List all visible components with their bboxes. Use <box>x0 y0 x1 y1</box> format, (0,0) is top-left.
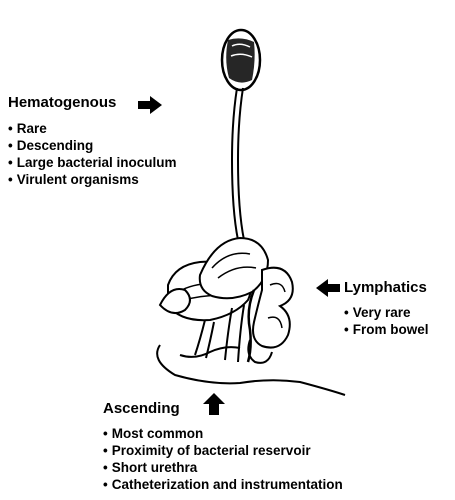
list-item: Virulent organisms <box>8 171 177 188</box>
kidney-drawing <box>220 28 262 92</box>
list-item: Rare <box>8 120 177 137</box>
list-item: Short urethra <box>103 459 343 476</box>
list-item: Proximity of bacterial reservoir <box>103 442 343 459</box>
list-item: From bowel <box>344 321 429 338</box>
ascending-title: Ascending <box>103 400 180 417</box>
hematogenous-title: Hematogenous <box>8 94 117 111</box>
arrow-up-icon <box>203 393 225 415</box>
lymphatics-list: Very rare From bowel <box>344 304 429 338</box>
ascending-list: Most common Proximity of bacterial reser… <box>103 425 343 493</box>
lymphatics-title: Lymphatics <box>344 279 427 296</box>
list-item: Most common <box>103 425 343 442</box>
list-item: Catheterization and instrumentation <box>103 476 343 493</box>
arrow-left-icon <box>316 279 340 297</box>
arrow-right-icon <box>138 96 162 114</box>
list-item: Descending <box>8 137 177 154</box>
list-item: Large bacterial inoculum <box>8 154 177 171</box>
hematogenous-list: Rare Descending Large bacterial inoculum… <box>8 120 177 188</box>
pelvis-drawing <box>156 236 346 396</box>
list-item: Very rare <box>344 304 429 321</box>
